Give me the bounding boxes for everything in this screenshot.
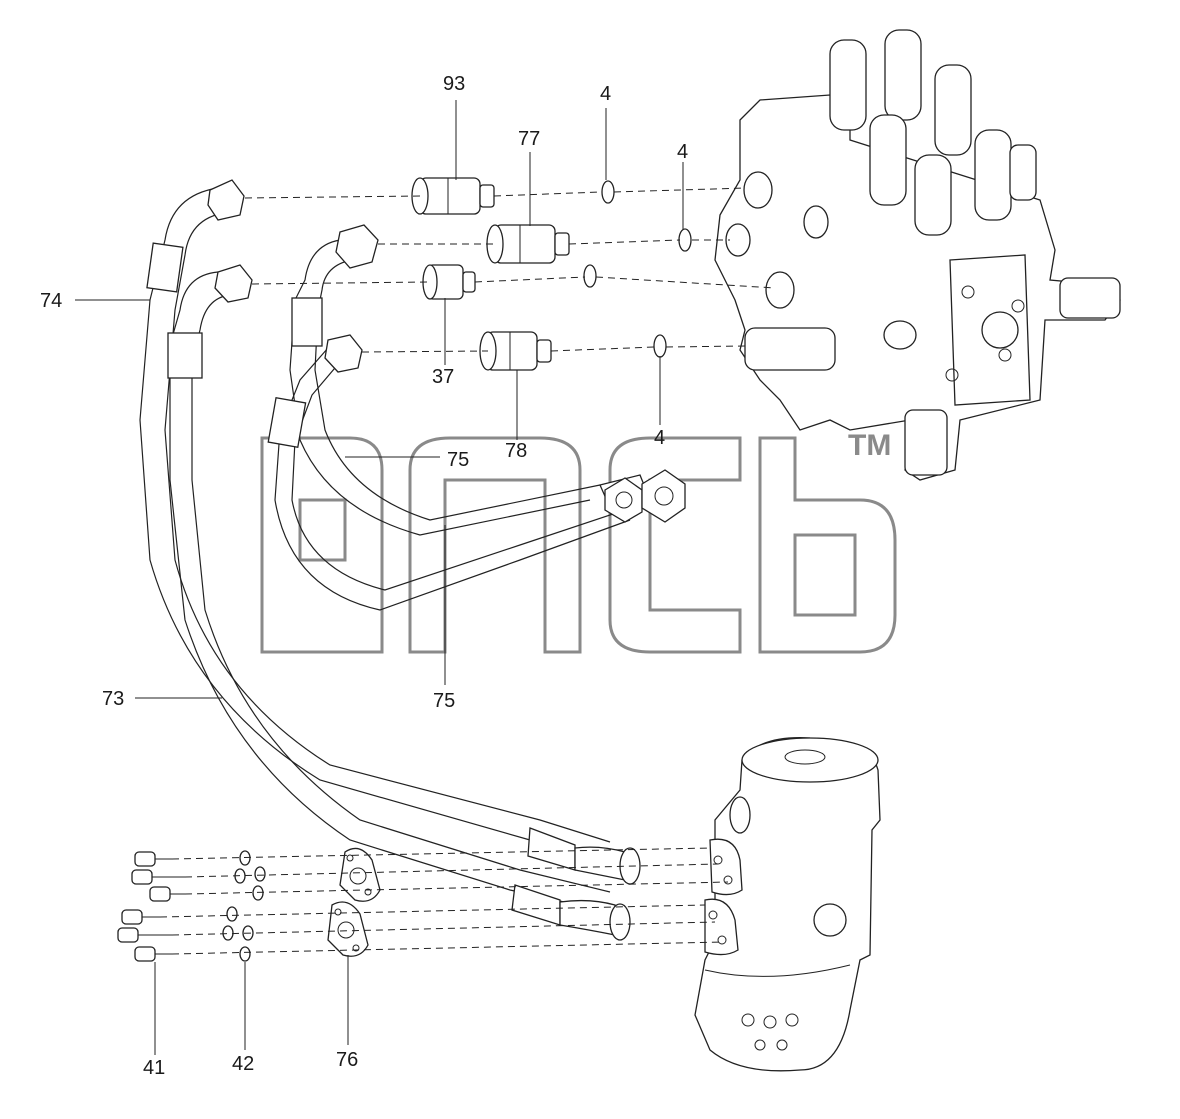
callout-42: 42 — [232, 1053, 254, 1075]
watermark-logo: TM — [260, 429, 897, 654]
adapter-77 — [486, 224, 570, 264]
callout-37: 37 — [432, 366, 454, 388]
leader-lines — [75, 100, 684, 1055]
callout-77: 77 — [518, 128, 540, 150]
hose-73 — [167, 264, 631, 941]
swivel-joint — [694, 737, 881, 1072]
o-rings-4 — [583, 180, 692, 358]
callout-75-upper: 75 — [447, 449, 469, 471]
callout-73: 73 — [102, 688, 124, 710]
callout-4-mid: 4 — [677, 141, 688, 163]
adapter-93 — [411, 177, 495, 215]
washers-42 — [222, 850, 266, 962]
flanges-76 — [327, 847, 381, 957]
callout-41: 41 — [143, 1057, 165, 1079]
callout-74: 74 — [40, 290, 62, 312]
callout-78: 78 — [505, 440, 527, 462]
hose-74 — [139, 179, 641, 885]
callout-76: 76 — [336, 1049, 358, 1071]
assembly-lines — [159, 187, 776, 955]
trademark-symbol: TM — [848, 429, 891, 462]
callout-75-lower: 75 — [433, 690, 455, 712]
adapter-37 — [422, 264, 476, 300]
adapter-78 — [479, 331, 552, 371]
callout-4-bottom: 4 — [654, 427, 665, 449]
callout-4-top: 4 — [600, 83, 611, 105]
bolts-41 — [117, 851, 185, 962]
hose-75-pair — [267, 224, 686, 611]
callout-93: 93 — [443, 73, 465, 95]
control-valve-block — [714, 29, 1121, 481]
